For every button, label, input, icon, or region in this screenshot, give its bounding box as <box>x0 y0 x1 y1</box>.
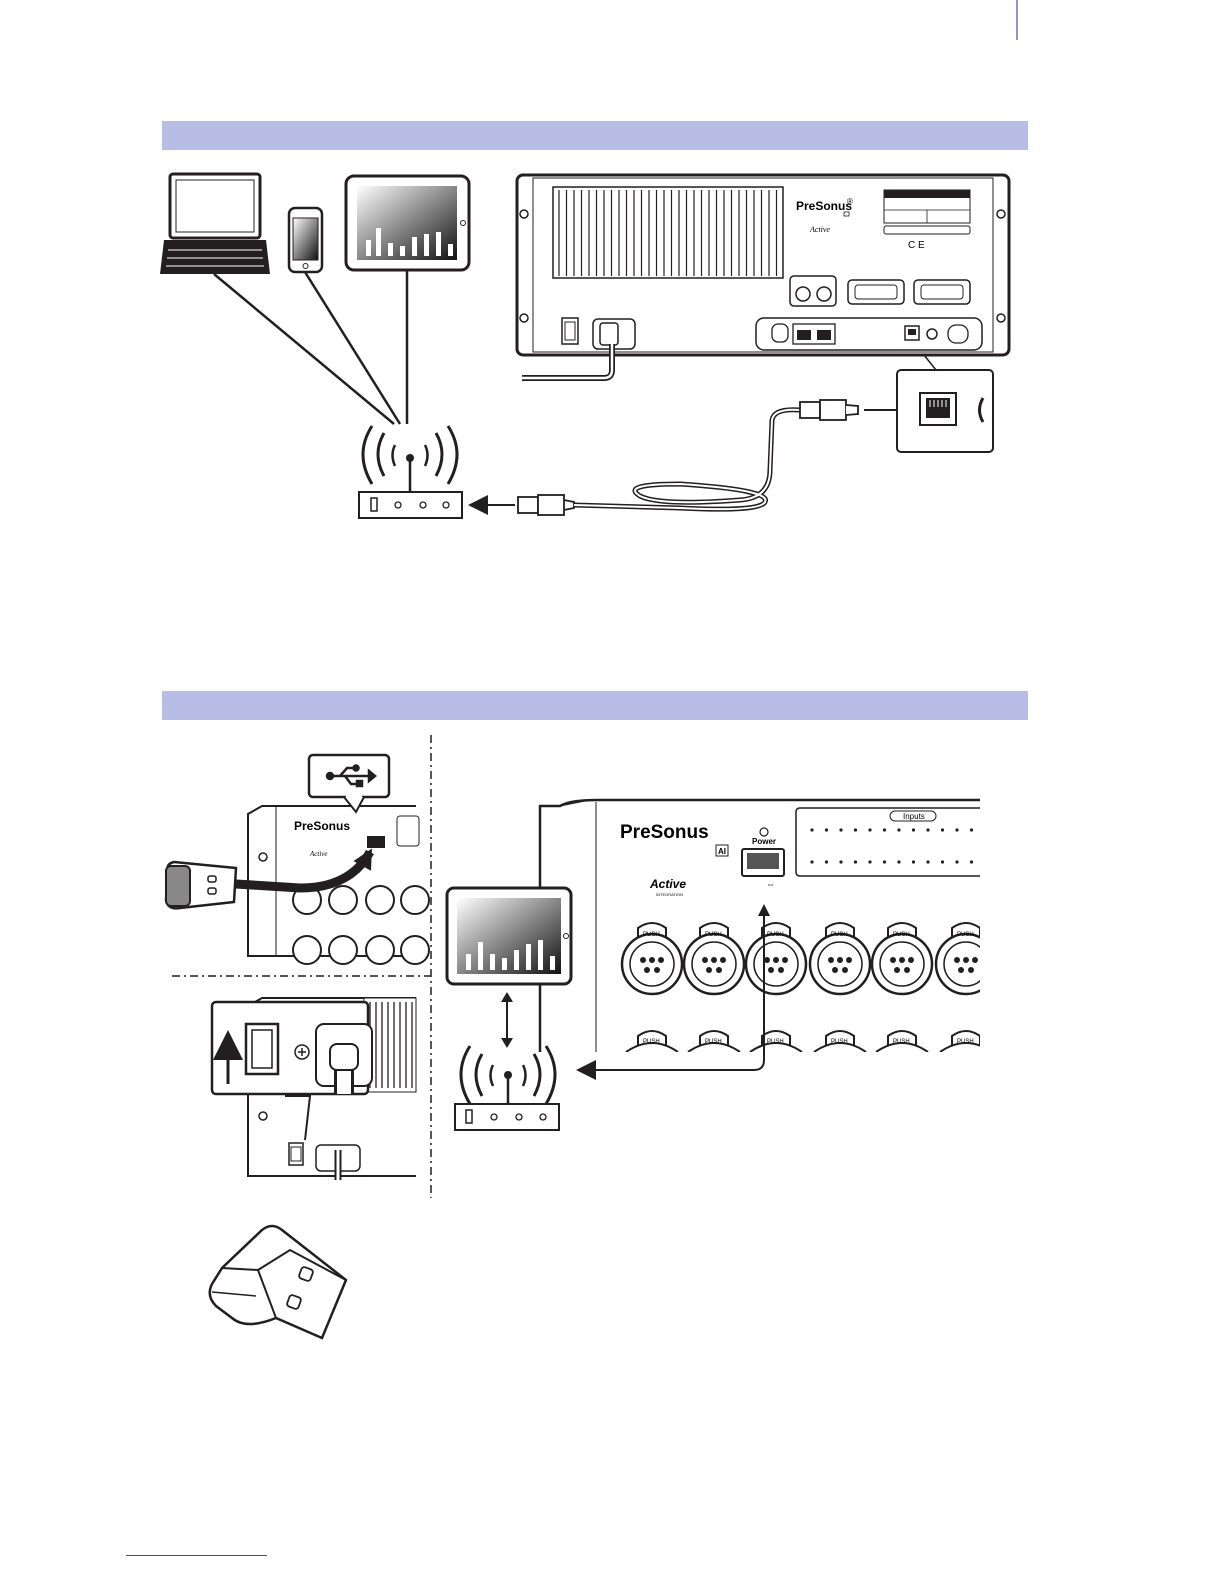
input-led <box>897 828 900 831</box>
model-badge: AI <box>718 847 726 856</box>
xlr-input-jack: PUSH PUSH <box>872 923 932 1052</box>
svg-text:INTEGRATION: INTEGRATION <box>656 892 683 897</box>
input-led <box>955 860 958 863</box>
input-led <box>941 860 944 863</box>
xlr-input-jack: PUSH PUSH <box>684 923 744 1052</box>
xlr-input-jack: PUSH PUSH <box>810 923 870 1052</box>
panel-brand-small: PreSonus <box>294 819 350 833</box>
input-led <box>883 828 886 831</box>
router-icon <box>359 426 462 518</box>
xlr-push-label: PUSH <box>893 1039 910 1045</box>
input-led <box>970 828 973 831</box>
input-led <box>868 828 871 831</box>
xlr-push-label: PUSH <box>957 1039 974 1045</box>
input-led <box>897 860 900 863</box>
input-led <box>926 828 929 831</box>
usb-dongle-large-icon <box>210 1226 346 1338</box>
usb-dongle-small-icon <box>166 862 236 908</box>
xlr-push-label: PUSH <box>831 1039 848 1045</box>
tablet-front-icon <box>447 888 571 984</box>
front-brand-label: PreSonus <box>620 822 709 843</box>
xlr-push-label: PUSH <box>643 932 660 938</box>
ethernet-port-callout <box>897 340 993 452</box>
input-led <box>825 860 828 863</box>
rear-brand-mark: ® <box>847 197 853 206</box>
xlr-push-label: PUSH <box>705 932 722 938</box>
tablet-icon <box>346 176 469 270</box>
svg-text:Active: Active <box>649 877 686 891</box>
xlr-push-label: PUSH <box>957 932 974 938</box>
power-switch-panel <box>212 998 416 1180</box>
power-label: Power <box>752 837 776 846</box>
input-led <box>854 860 857 863</box>
xlr-push-label: PUSH <box>893 932 910 938</box>
input-led <box>926 860 929 863</box>
router-front-icon <box>455 1046 559 1130</box>
input-led <box>839 828 842 831</box>
xlr-push-label: PUSH <box>705 1039 722 1045</box>
rear-brand-label: PreSonus <box>796 199 852 213</box>
input-led <box>912 860 915 863</box>
input-led <box>955 828 958 831</box>
usb-insert-panel: PreSonus Active <box>166 755 429 964</box>
input-led <box>883 860 886 863</box>
mixer-rear-panel: PreSonus ® Active C E <box>517 175 1009 378</box>
ethernet-cable <box>472 400 914 515</box>
xlr-input-jack: PUSH PUSH <box>746 923 806 1052</box>
input-led <box>970 860 973 863</box>
svg-text:C E: C E <box>908 240 925 251</box>
rear-script-label: Active <box>809 225 830 234</box>
inputs-label: Inputs <box>903 812 925 821</box>
input-led <box>854 828 857 831</box>
xlr-push-label: PUSH <box>643 1039 660 1045</box>
laptop-icon <box>160 174 270 274</box>
wireless-links <box>214 270 407 424</box>
input-led <box>839 860 842 863</box>
xlr-input-jack: PUSH PUSH <box>622 923 682 1052</box>
svg-text:⇔: ⇔ <box>766 879 775 889</box>
phone-icon <box>289 208 322 272</box>
xlr-push-label: PUSH <box>767 932 784 938</box>
input-led <box>825 828 828 831</box>
xlr-push-label: PUSH <box>831 932 848 938</box>
svg-text:Active: Active <box>309 850 328 858</box>
xlr-push-label: PUSH <box>767 1039 784 1045</box>
input-led <box>810 828 813 831</box>
input-led <box>868 860 871 863</box>
xlr-input-jack: PUSH PUSH <box>936 923 996 1052</box>
input-led <box>941 828 944 831</box>
usb-callout <box>309 755 389 812</box>
input-led <box>912 828 915 831</box>
input-led <box>810 860 813 863</box>
mixer-front-panel: PreSonus AI Active INTEGRATION Power ⇔ I… <box>540 800 996 1052</box>
